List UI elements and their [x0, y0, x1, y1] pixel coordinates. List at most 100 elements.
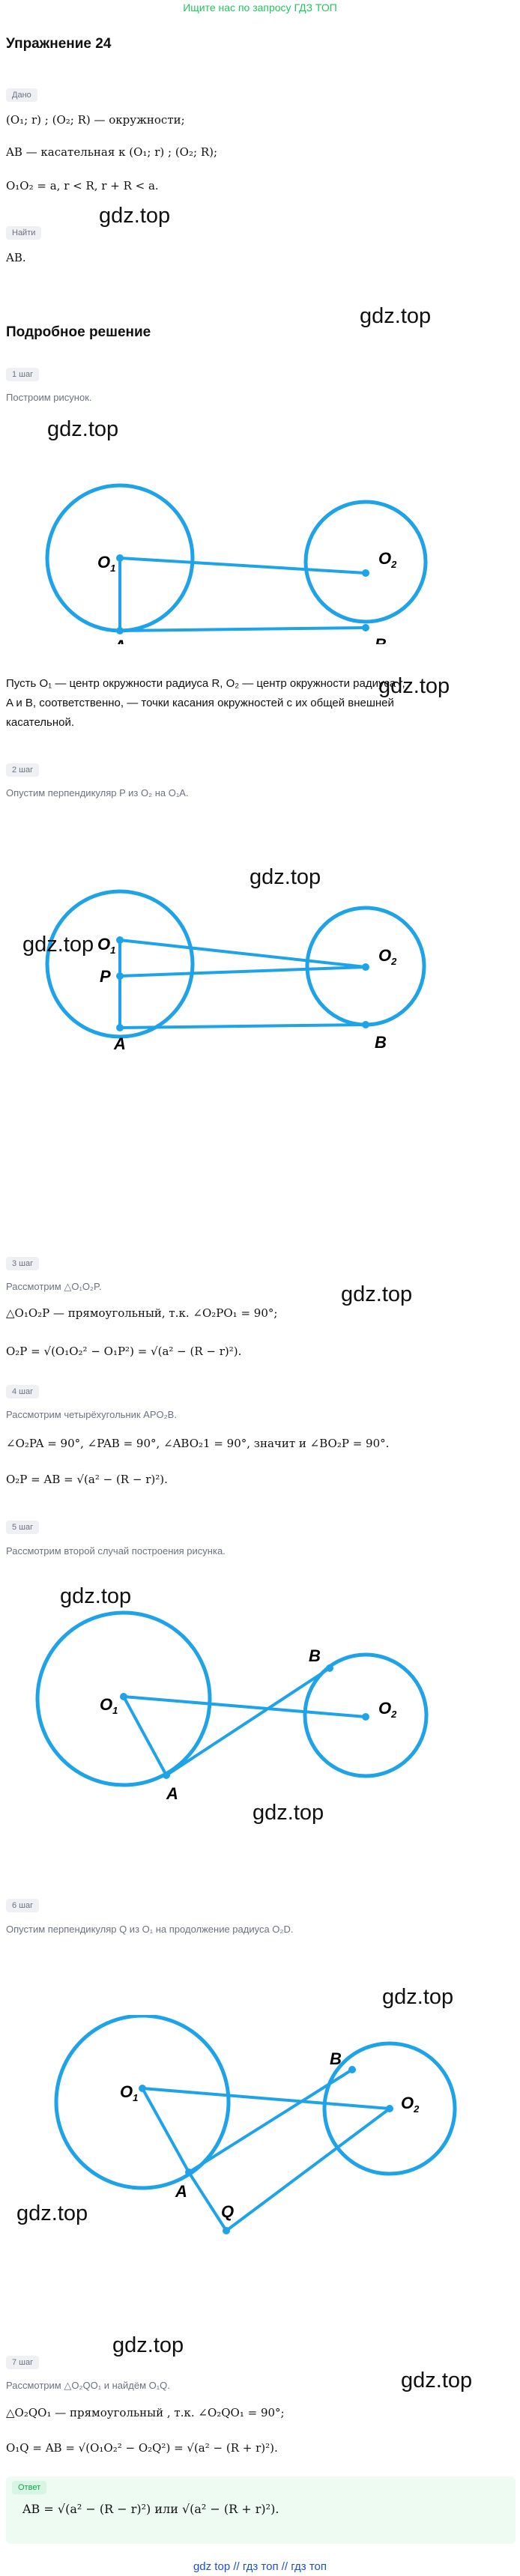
- label-o2: O2: [378, 1699, 397, 1720]
- find-value: AB.: [6, 251, 26, 264]
- step-3-line-1: △O₁O₂P — прямоугольный, т.к. ∠O₂PO₁ = 90…: [6, 1306, 278, 1320]
- point-o1: [116, 936, 124, 944]
- watermark: gdz.top: [378, 674, 450, 698]
- step-3-line-2: O₂P = √(O₁O₂² − O₁P²) = √(a² − (R − r)²)…: [6, 1345, 242, 1358]
- point-o1: [120, 1693, 127, 1700]
- circle-o1: [45, 889, 195, 1039]
- point-a: [116, 627, 124, 634]
- step-7-text: Рассмотрим △O₂QO₁ и найдём O₁Q.: [6, 2380, 170, 2391]
- answer-label: Ответ: [12, 2481, 47, 2494]
- label-p: P: [100, 967, 111, 986]
- point-b: [362, 624, 369, 631]
- explanation-line-1: Пусть O₁ — центр окружности радиуса R, O…: [6, 677, 405, 690]
- exercise-title: Упражнение 24: [6, 36, 112, 52]
- step-4-line-2: O₂P = AB = √(a² − (R − r)²).: [6, 1473, 168, 1486]
- label-a: A: [166, 1784, 178, 1803]
- explanation-line-3: касательной.: [6, 716, 75, 729]
- label-o2: O2: [378, 946, 397, 967]
- find-badge: Найти: [6, 225, 42, 240]
- circle-o2: [303, 1652, 429, 1778]
- point-o1: [116, 554, 124, 562]
- segment-o1o2: [142, 2087, 390, 2110]
- segment-qo2: [225, 2107, 391, 2232]
- label-o2: O2: [378, 549, 397, 570]
- point-o2: [386, 2105, 393, 2112]
- label-o1: O1: [100, 1695, 118, 1716]
- answer-box: Ответ AB = √(a² − (R − r)²) или √(a² − (…: [6, 2476, 516, 2544]
- watermark: gdz.top: [382, 1985, 454, 2009]
- label-a: A: [113, 1034, 126, 1053]
- circle-o1: [35, 1610, 212, 1787]
- segment-o1o2: [119, 557, 366, 575]
- step-label: 4 шаг: [6, 1385, 40, 1398]
- step-label: 1 шаг: [6, 368, 40, 381]
- point-o2: [362, 963, 369, 971]
- tangent-ab: [165, 1667, 331, 1777]
- radius-o1a: [141, 2088, 190, 2173]
- point-p: [116, 972, 124, 980]
- circle-o1: [54, 2015, 231, 2190]
- point-o2: [362, 1713, 369, 1721]
- point-q: [223, 2227, 230, 2234]
- given-line-2: AB — касательная к (O₁; r) ; (O₂; R);: [6, 145, 218, 159]
- label-a: A: [175, 2182, 187, 2201]
- label-b: B: [309, 1646, 321, 1665]
- watermark: gdz.top: [360, 304, 432, 328]
- watermark: gdz.top: [341, 1282, 413, 1306]
- step-5-text: Рассмотрим второй случай построения рису…: [6, 1545, 226, 1557]
- point-o1: [139, 2085, 146, 2092]
- segment-po2: [119, 966, 366, 978]
- find-label: Найти: [6, 226, 42, 240]
- segment-o1o2: [123, 1695, 366, 1718]
- step-4-text: Рассмотрим четырёхугольник APO₂B.: [6, 1409, 177, 1420]
- point-a: [163, 1772, 170, 1779]
- circle-o2: [322, 2041, 457, 2176]
- tangent-ab: [119, 626, 366, 632]
- label-o1: O1: [97, 935, 115, 956]
- circle-o2: [303, 500, 428, 624]
- solution-title: Подробное решение: [6, 324, 151, 340]
- step-2-badge: 2 шаг: [6, 763, 40, 777]
- step-5-badge: 5 шаг: [6, 1520, 40, 1534]
- label-o1: O1: [97, 553, 115, 574]
- step-4-badge: 4 шаг: [6, 1384, 40, 1398]
- point-a: [116, 1024, 124, 1031]
- tangent-ab: [187, 2068, 354, 2174]
- given-line-3: O₁O₂ = a, r < R, r + R < a.: [6, 179, 159, 193]
- point-b: [362, 1021, 369, 1028]
- step-1-badge: 1 шаг: [6, 367, 40, 381]
- step-1-text: Построим рисунок.: [6, 392, 92, 403]
- watermark: gdz.top: [99, 204, 171, 228]
- step-6-badge: 6 шаг: [6, 1898, 40, 1912]
- step-7-line-1: △O₂QO₁ — прямоугольный , т.к. ∠O₂QO₁ = 9…: [6, 2406, 285, 2419]
- figure-2: O1 P O2 A B: [45, 889, 426, 1053]
- watermark: gdz.top: [16, 2201, 88, 2225]
- watermark: gdz.top: [401, 2369, 473, 2392]
- point-b: [348, 2066, 356, 2073]
- given-label: Дано: [6, 88, 37, 102]
- footer-links[interactable]: gdz top // гдз топ // гдз топ: [193, 2560, 327, 2573]
- point-a: [185, 2169, 193, 2176]
- step-3-badge: 3 шаг: [6, 1256, 40, 1270]
- figure-3: O1 O2 A B: [35, 1610, 429, 1803]
- point-b: [326, 1664, 333, 1672]
- label-b: B: [375, 635, 387, 644]
- step-7-line-2: O₁Q = AB = √(O₁O₂² − O₂Q²) = √(a² − (R +…: [6, 2441, 278, 2455]
- watermark: gdz.top: [250, 865, 321, 889]
- step-4-line-1: ∠O₂PA = 90°, ∠PAB = 90°, ∠ABO₂1 = 90°, з…: [6, 1437, 390, 1450]
- label-o1: O1: [120, 2082, 138, 2103]
- step-7-badge: 7 шаг: [6, 2355, 40, 2369]
- step-label: 6 шаг: [6, 1899, 40, 1912]
- step-2-text: Опустим перпендикуляр P из O₂ на O₁A.: [6, 787, 189, 798]
- figure-4: O1 O2 A B Q: [54, 2015, 457, 2234]
- tangent-ab: [119, 1023, 366, 1029]
- label-a: A: [113, 637, 126, 644]
- figure-1: O1 O2 A B: [45, 483, 428, 644]
- step-label: 7 шаг: [6, 2356, 40, 2369]
- segment-o1o2: [119, 939, 366, 969]
- radius-o1a: [122, 1696, 168, 1776]
- search-hint-link[interactable]: Ищите нас по запросу ГДЗ ТОП: [183, 1, 337, 13]
- point-o2: [362, 569, 369, 577]
- step-label: 3 шаг: [6, 1257, 40, 1270]
- given-badge: Дано: [6, 88, 37, 102]
